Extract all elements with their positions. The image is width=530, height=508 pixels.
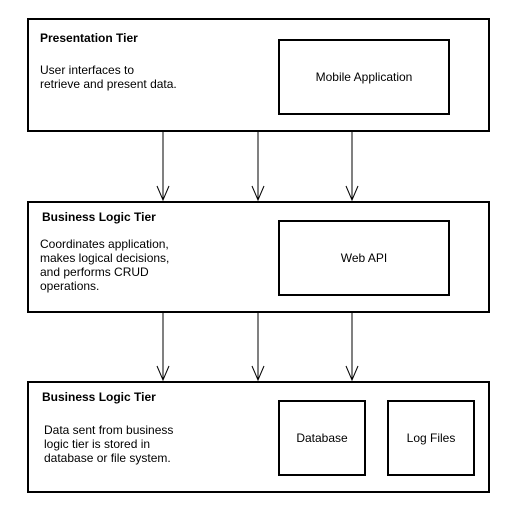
tier-title: Presentation Tier xyxy=(40,31,138,45)
web-api-box: Web API xyxy=(278,220,450,296)
arrow-down-icon xyxy=(345,132,359,202)
presentation-tier-box: Presentation Tier User interfaces to ret… xyxy=(27,18,490,132)
mobile-application-box: Mobile Application xyxy=(278,39,450,115)
tier-description: User interfaces to retrieve and present … xyxy=(40,63,177,91)
tier-description: Data sent from business logic tier is st… xyxy=(44,423,174,465)
arrow-down-icon xyxy=(156,132,170,202)
arrow-down-icon xyxy=(251,313,265,382)
log-files-box: Log Files xyxy=(387,400,475,476)
arrow-down-icon xyxy=(156,313,170,382)
database-box: Database xyxy=(278,400,366,476)
business-logic-tier-box: Business Logic Tier Coordinates applicat… xyxy=(27,201,490,313)
tier-description: Coordinates application, makes logical d… xyxy=(40,237,170,293)
arrow-down-icon xyxy=(251,132,265,202)
data-tier-box: Business Logic Tier Data sent from busin… xyxy=(27,381,490,493)
tier-title: Business Logic Tier xyxy=(42,210,156,224)
tier-title: Business Logic Tier xyxy=(42,390,156,404)
arrow-down-icon xyxy=(345,313,359,382)
